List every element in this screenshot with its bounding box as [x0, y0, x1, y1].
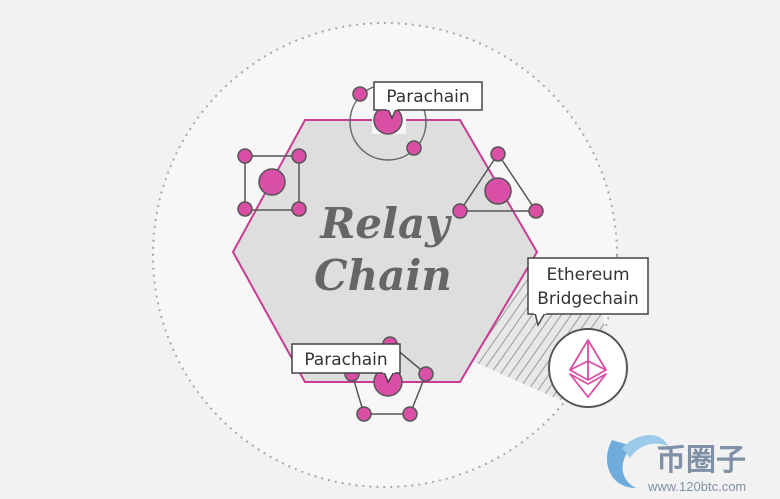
collator-node [237, 148, 253, 164]
collator-node [490, 146, 506, 162]
callout-label-line2: Bridgechain [537, 289, 638, 309]
collator-node [406, 140, 422, 156]
relay-chain-title-line2: Chain [314, 251, 452, 300]
collator-node [291, 148, 307, 164]
parachain-right-cluster [452, 146, 544, 219]
collator-node [356, 406, 372, 422]
ethereum-diamond-icon [569, 339, 607, 398]
parachain-frame [458, 152, 538, 212]
callout-label-line1: Ethereum [546, 265, 629, 285]
parachain-frame [244, 155, 300, 211]
collator-node [402, 406, 418, 422]
callout-box [527, 257, 649, 315]
parachain-node-large [258, 168, 286, 196]
watermark-brand: 币圈子 [656, 444, 746, 477]
collator-node [418, 366, 434, 382]
collator-node [352, 86, 368, 102]
parachain-node-large [484, 177, 512, 205]
callout-parachain-top: Parachain [373, 81, 483, 120]
callout-box [291, 343, 401, 374]
callout-box [373, 81, 483, 111]
collator-node [237, 201, 253, 217]
watermark-logo-icon [606, 435, 668, 488]
ethereum-bridge-node [548, 328, 628, 408]
collator-node [528, 203, 544, 219]
callout-parachain-bottom: Parachain [291, 343, 401, 384]
watermark-url: www.120btc.com [647, 479, 746, 494]
callout-pointer-mask [383, 369, 395, 373]
collator-node [452, 203, 468, 219]
callout-label: Parachain [304, 350, 387, 370]
collator-node [291, 201, 307, 217]
callout-ethereum-bridgechain: Ethereum Bridgechain [527, 257, 649, 327]
callout-label: Parachain [386, 87, 469, 107]
callout-pointer-mask [387, 106, 397, 110]
relay-chain-hexagon [231, 119, 539, 383]
callout-pointer-mask [534, 310, 546, 314]
watermark: 币圈子 www.120btc.com [606, 435, 746, 494]
relay-chain-title-line1: Relay [319, 199, 452, 248]
parachain-left-cluster [237, 148, 307, 217]
